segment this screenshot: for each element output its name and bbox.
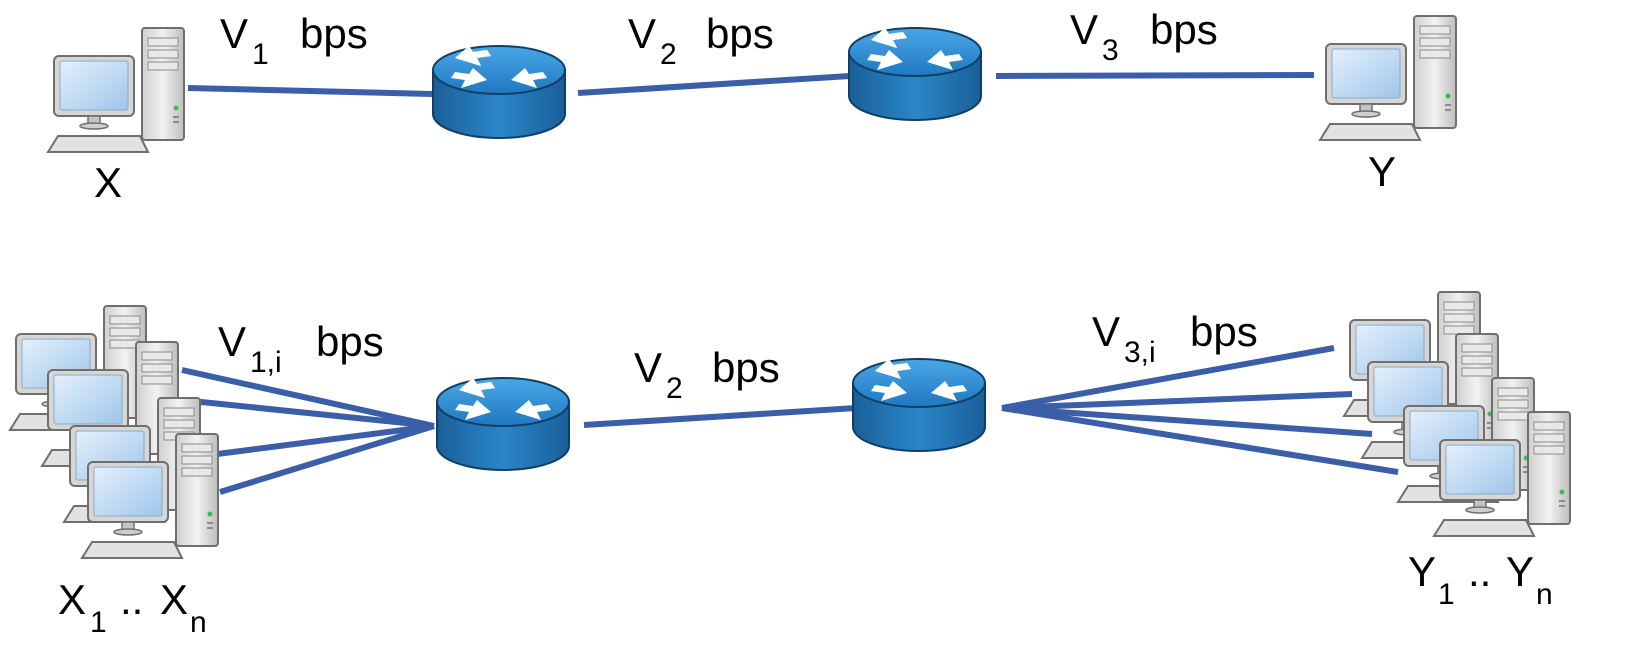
hosts-y-base1: Y	[1408, 548, 1436, 595]
hosts-x-sub1: 1	[90, 606, 107, 639]
top-network: X Y V 1 bps V 2 bps V 3 bps	[47, 6, 1457, 206]
router-icon-top-right	[848, 27, 982, 121]
top-link-2-sub: 2	[660, 38, 677, 71]
bottom-link-1-base: V	[218, 318, 246, 365]
computer-icon-y	[1319, 15, 1457, 141]
bottom-link-2-sub: 2	[666, 372, 683, 405]
bottom-link-1-sub: 1,i	[250, 346, 282, 379]
top-link-1-sub: 1	[252, 38, 269, 71]
bottom-link-1d	[219, 423, 435, 495]
bottom-link-2	[583, 405, 857, 428]
hosts-y-sub2: n	[1536, 578, 1553, 611]
top-link-3-sub: 3	[1102, 34, 1119, 67]
bottom-link-2-label: V 2 bps	[634, 344, 780, 405]
bottom-link-3-unit: bps	[1190, 308, 1258, 355]
bottom-link-1-label: V 1,i bps	[218, 318, 384, 379]
bottom-link-1c	[201, 423, 435, 459]
top-link-1	[187, 85, 433, 97]
bottom-link-1b	[181, 397, 435, 429]
host-y-label: Y	[1368, 148, 1396, 195]
top-link-3-base: V	[1070, 6, 1098, 53]
router-icon-bottom-right	[852, 358, 986, 452]
computer-icon-x	[47, 27, 185, 153]
bottom-link-1-unit: bps	[316, 318, 384, 365]
top-link-2-unit: bps	[706, 10, 774, 57]
top-link-2	[577, 73, 851, 96]
top-link-1-unit: bps	[300, 10, 368, 57]
bottom-link-3b	[1001, 391, 1353, 411]
hosts-x-sub2: n	[190, 606, 207, 639]
hosts-x-base1: X	[58, 576, 86, 623]
hosts-y-label: Y 1 .. Y n	[1408, 548, 1553, 611]
bottom-links	[181, 345, 1399, 495]
router-icon-top-left	[432, 45, 566, 139]
bottom-link-3a	[1001, 345, 1335, 411]
host-x-label: X	[94, 159, 122, 206]
hosts-y-sub1: 1	[1438, 578, 1455, 611]
host-group-x	[9, 305, 219, 559]
top-link-3-label: V 3 bps	[1070, 6, 1218, 67]
bottom-link-3-label: V 3,i bps	[1092, 308, 1258, 369]
bottom-link-3c	[1001, 405, 1373, 437]
bottom-link-2-unit: bps	[712, 344, 780, 391]
bottom-network: X 1 .. X n Y 1 .. Y n V 1,i bps V 2 bps …	[9, 291, 1571, 639]
top-link-3-unit: bps	[1150, 6, 1218, 53]
top-link-2-base: V	[628, 10, 656, 57]
hosts-x-base2: X	[160, 576, 188, 623]
hosts-x-sep: ..	[120, 576, 143, 623]
top-link-2-label: V 2 bps	[628, 10, 774, 71]
bottom-link-3-sub: 3,i	[1124, 336, 1156, 369]
host-group-y	[1343, 291, 1571, 537]
bottom-link-2-base: V	[634, 344, 662, 391]
hosts-y-base2: Y	[1506, 548, 1534, 595]
bottom-link-3d	[1001, 405, 1399, 475]
top-links	[187, 72, 1315, 97]
hosts-y-sep: ..	[1468, 548, 1491, 595]
top-link-3	[995, 72, 1315, 79]
top-link-1-label: V 1 bps	[220, 10, 368, 71]
router-icon-bottom-left	[436, 377, 570, 471]
bottom-link-3-base: V	[1092, 308, 1120, 355]
top-link-1-base: V	[220, 10, 248, 57]
bottom-link-1a	[181, 367, 435, 429]
hosts-x-label: X 1 .. X n	[58, 576, 207, 639]
